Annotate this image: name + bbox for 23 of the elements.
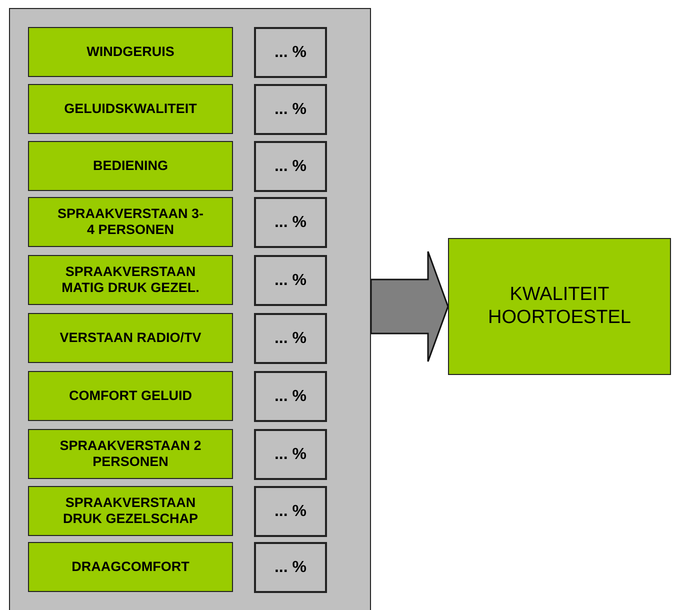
- factor-box: VERSTAAN RADIO/TV: [28, 313, 233, 363]
- factor-box: DRAAGCOMFORT: [28, 542, 233, 592]
- percentage-box: ... %: [254, 197, 327, 248]
- percentage-box: ... %: [254, 542, 327, 593]
- factor-box: COMFORT GELUID: [28, 371, 233, 421]
- factor-box: SPRAAKVERSTAAN MATIG DRUK GEZEL.: [28, 255, 233, 305]
- factor-box: SPRAAKVERSTAAN DRUK GEZELSCHAP: [28, 486, 233, 536]
- factor-box: SPRAAKVERSTAAN 2 PERSONEN: [28, 429, 233, 479]
- percentage-box: ... %: [254, 371, 327, 422]
- percentage-box: ... %: [254, 429, 327, 480]
- factor-box: GELUIDSKWALITEIT: [28, 84, 233, 134]
- result-box: KWALITEIT HOORTOESTEL: [448, 238, 671, 375]
- block-arrow: [370, 250, 449, 362]
- percentage-box: ... %: [254, 486, 327, 537]
- percentage-box: ... %: [254, 27, 327, 78]
- percentage-box: ... %: [254, 84, 327, 135]
- percentage-box: ... %: [254, 141, 327, 192]
- panel-background: [9, 8, 371, 610]
- factor-box: WINDGERUIS: [28, 27, 233, 77]
- percentage-box: ... %: [254, 255, 327, 306]
- factor-box: SPRAAKVERSTAAN 3-4 PERSONEN: [28, 197, 233, 247]
- factor-box: BEDIENING: [28, 141, 233, 191]
- percentage-box: ... %: [254, 313, 327, 364]
